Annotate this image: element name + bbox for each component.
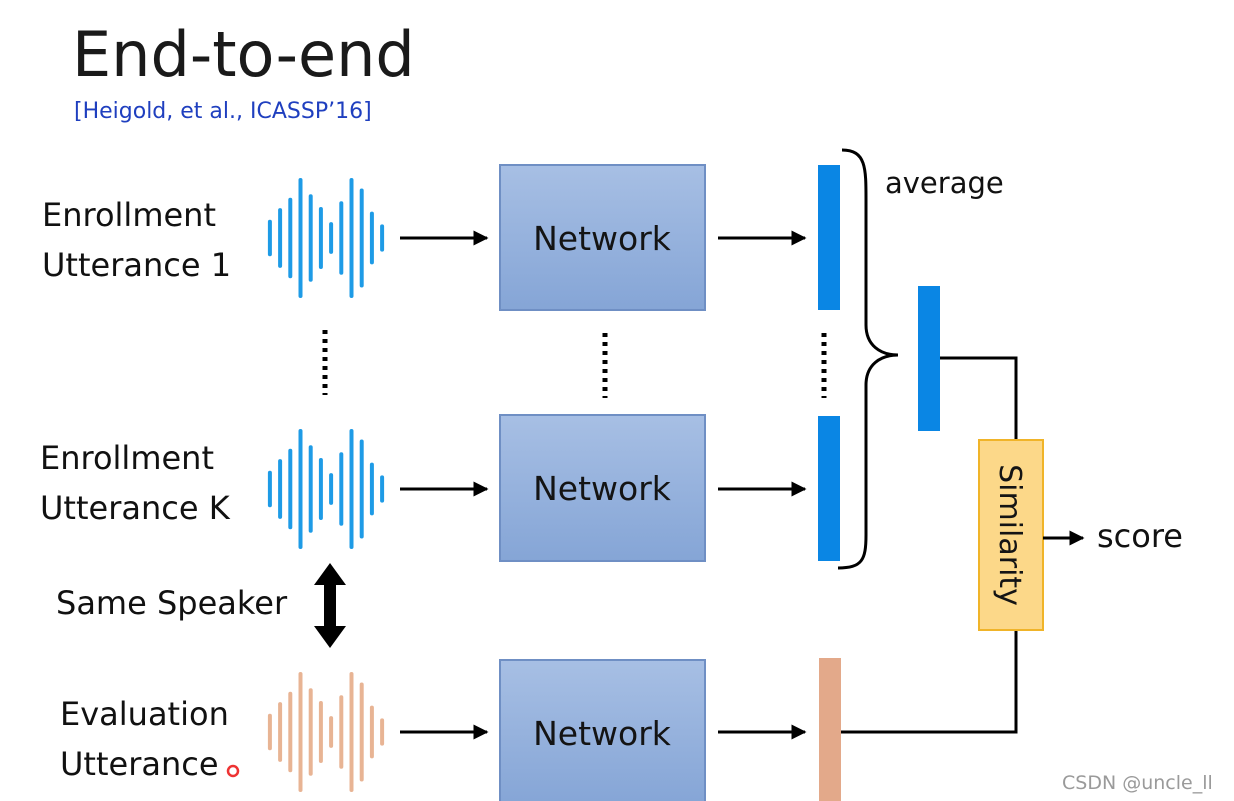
network-label-k: Network: [533, 469, 672, 508]
network-box-1: [499, 164, 706, 311]
average-embedding-bar: [918, 286, 940, 431]
input-label-enroll-k-line2: Utterance K: [40, 489, 231, 527]
embedding-bar-eval: [819, 658, 841, 801]
input-label-eval-line2: Utterance: [60, 745, 219, 783]
input-label-enroll-k-line1: Enrollment: [40, 439, 214, 477]
network-label-1: Network: [533, 219, 672, 258]
cursor-indicator: [226, 764, 240, 778]
input-label-eval-line1: Evaluation: [60, 695, 229, 733]
waveform-icon-eval: [267, 672, 385, 792]
waveform-icon-enroll-k: [267, 429, 385, 549]
connector-average-to-similarity: [940, 356, 1018, 440]
similarity-box: [978, 439, 1044, 631]
embedding-bar-k: [818, 416, 840, 561]
connector-eval-to-similarity: [841, 630, 1018, 734]
input-label-enroll-1-line2: Utterance 1: [42, 246, 231, 284]
average-label: average: [885, 166, 1004, 200]
double-arrow-icon: [314, 563, 346, 648]
watermark: CSDN @uncle_ll: [1062, 772, 1213, 794]
network-box-k: [499, 414, 706, 562]
network-box-eval: [499, 659, 706, 801]
citation: [Heigold, et al., ICASSP’16]: [74, 99, 372, 124]
average-brace: [837, 148, 899, 570]
score-label: score: [1097, 517, 1183, 555]
watermark-bg: [1055, 765, 1234, 801]
page-title: End-to-end: [72, 18, 415, 91]
input-label-enroll-1-line1: Enrollment: [42, 196, 216, 234]
similarity-label: Similarity: [992, 464, 1027, 606]
same-speaker-label: Same Speaker: [56, 584, 288, 622]
waveform-icon-enroll-1: [267, 178, 385, 298]
embedding-bar-1: [818, 165, 840, 310]
network-label-eval: Network: [533, 714, 672, 753]
